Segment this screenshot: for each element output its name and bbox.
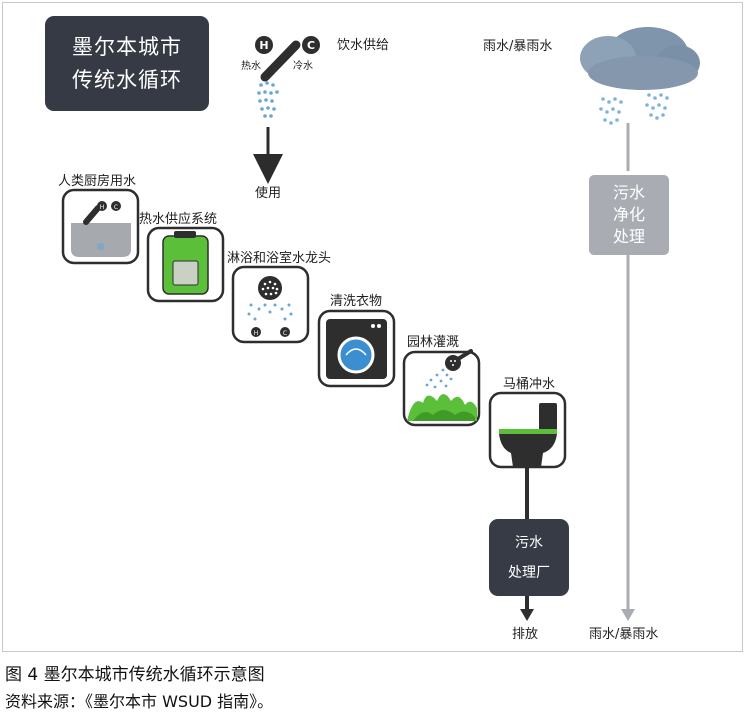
faucet-icon: H C [255, 36, 320, 82]
garden-label: 园林灌溉 [407, 335, 460, 350]
purify-line3: 处理 [612, 227, 645, 246]
toilet-icon [488, 391, 567, 469]
hot-letter-shower: H [254, 330, 259, 337]
hot-supply-label: 热水供应系统 [139, 212, 218, 227]
use-label: 使用 [255, 186, 282, 201]
hot-letter-kitchen: H [100, 204, 105, 211]
figure-source: 资料来源：《墨尔本市 WSUD 指南》。 [5, 692, 274, 711]
sewage-line1: 污水 [515, 534, 543, 551]
hot-letter-top: H [259, 39, 268, 52]
title-line2: 传统水循环 [72, 67, 182, 92]
rain-top-label: 雨水/暴雨水 [483, 39, 553, 54]
discharge-label: 排放 [512, 627, 539, 642]
figure-caption: 图 4 墨尔本城市传统水循环示意图 [5, 665, 265, 685]
toilet-label: 马桶冲水 [503, 377, 556, 392]
kitchen-label: 人类厨房用水 [58, 174, 137, 189]
rain-drops-icon [599, 93, 669, 125]
cold-letter-top: C [307, 39, 315, 52]
hot-label: 热水 [241, 61, 261, 72]
kitchen-sink-icon: H C ❄ [61, 188, 140, 265]
purify-box: 污水 净化 处理 [589, 175, 669, 255]
rain-cloud-icon [580, 27, 700, 90]
garden-sprinkler-icon [402, 349, 481, 427]
title-box: 墨尔本城市 传统水循环 [45, 16, 209, 111]
cold-letter-kitchen: C [114, 204, 118, 211]
discharge-arrowhead [520, 609, 534, 621]
rain-arrowhead [621, 609, 635, 621]
shower-head-icon: H C [231, 265, 310, 344]
shower-label: 淋浴和浴室水龙头 [227, 251, 332, 266]
drinking-supply-label: 饮水供给 [337, 38, 390, 53]
diagram-frame: 墨尔本城市 传统水循环 H C [2, 2, 743, 652]
washing-machine-icon [317, 309, 396, 388]
purify-line1: 污水 [612, 183, 645, 202]
water-heater-icon [146, 226, 225, 303]
title-line1: 墨尔本城市 [72, 34, 182, 59]
purify-line2: 净化 [612, 205, 645, 224]
cold-letter-shower: C [283, 330, 287, 337]
rain-bottom-label: 雨水/暴雨水 [589, 627, 659, 642]
sewage-line2: 处理厂 [508, 564, 550, 581]
sewage-plant-box: 污水 处理厂 [489, 519, 569, 596]
svg-text:❄: ❄ [96, 240, 106, 254]
laundry-label: 清洗衣物 [330, 294, 383, 309]
diagram-graphics: H C [61, 27, 700, 621]
cold-label: 冷水 [293, 61, 313, 72]
water-drops-icon [257, 81, 279, 118]
